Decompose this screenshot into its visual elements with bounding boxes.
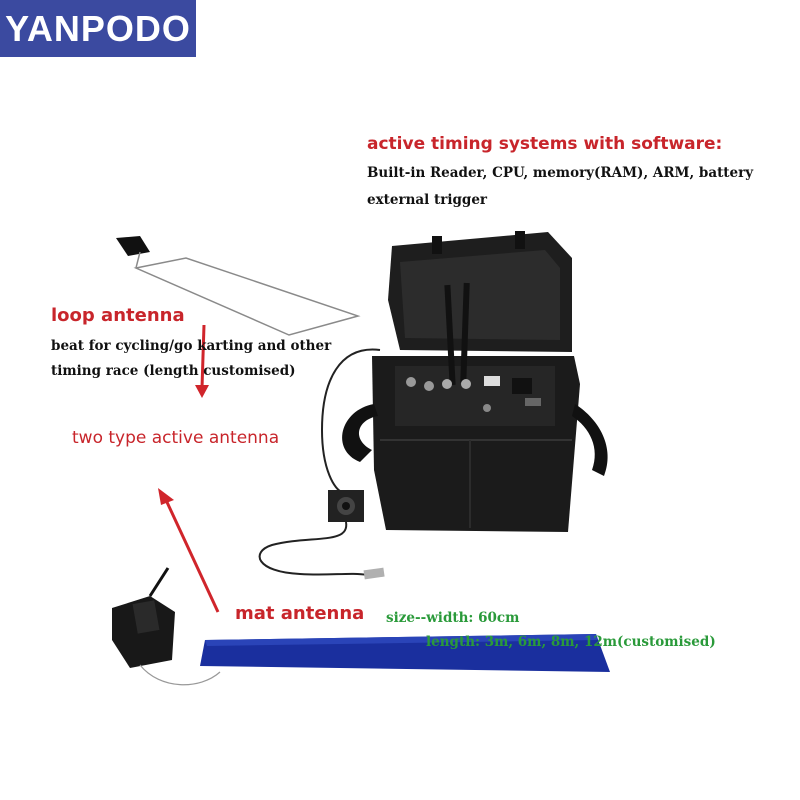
arrow-up-icon — [158, 488, 220, 613]
loop-antenna — [116, 236, 361, 336]
timing-case — [342, 231, 608, 532]
mat-antenna — [200, 634, 610, 672]
mat-size-length: length: 3m, 6m, 8m, 12m(customised) — [426, 634, 716, 650]
arrow-down-icon — [195, 324, 209, 398]
loop-antenna-desc-line1: beat for cycling/go karting and other — [51, 338, 332, 354]
brand-logo: YANPODO — [0, 0, 196, 57]
trigger-box — [328, 490, 364, 522]
two-type-antenna-label: two type active antenna — [72, 428, 280, 448]
system-features-line1: Built-in Reader, CPU, memory(RAM), ARM, … — [367, 165, 754, 181]
system-features-line2: external trigger — [367, 192, 488, 208]
mat-size-width: size--width: 60cm — [386, 610, 520, 626]
mat-antenna-heading: mat antenna — [235, 603, 365, 624]
loop-antenna-heading: loop antenna — [51, 305, 185, 326]
mat-reader-box — [112, 567, 221, 686]
loop-antenna-desc-line2: timing race (length customised) — [51, 363, 296, 379]
system-heading: active timing systems with software: — [367, 134, 723, 154]
